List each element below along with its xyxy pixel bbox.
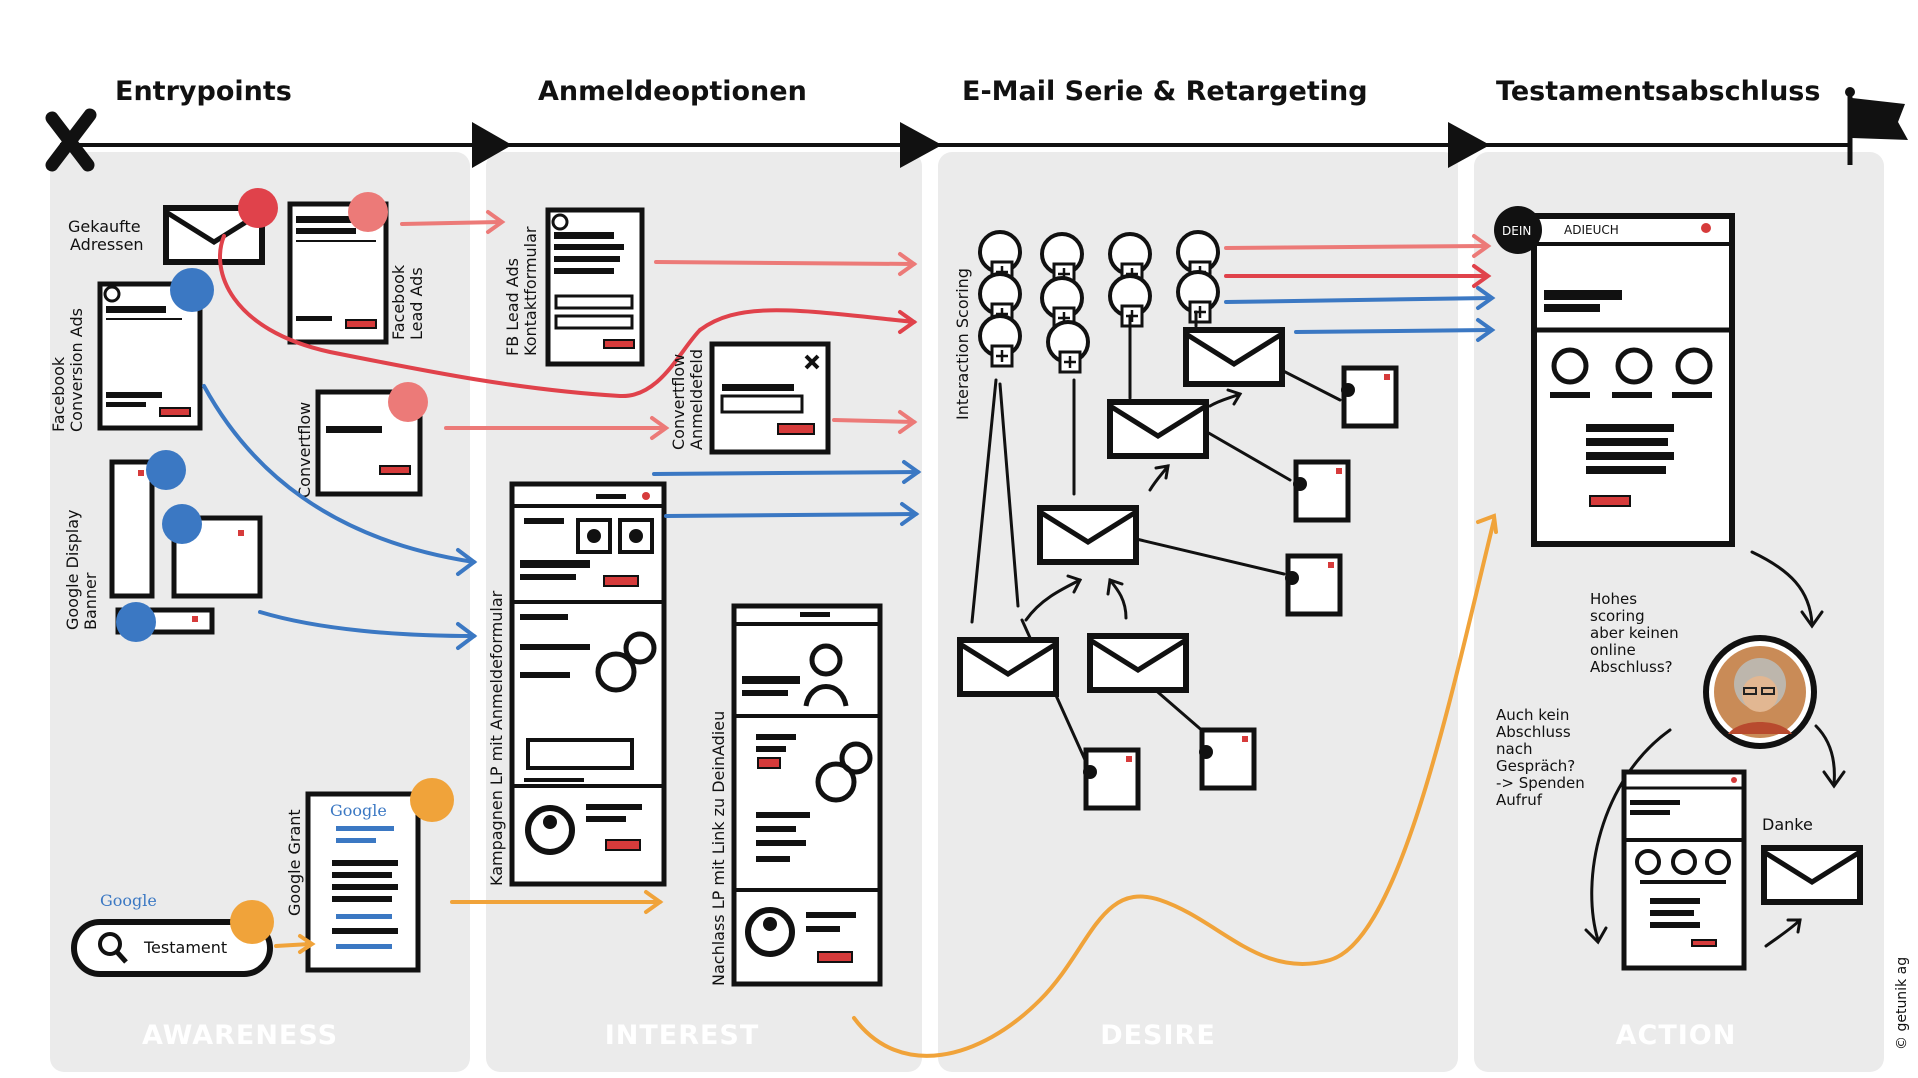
interest-kampagnen-lp: Kampagnen LP mit Anmeldeformular xyxy=(487,481,667,887)
interest-nachlass-lp: Nachlass LP mit Link zu DeinAdieu xyxy=(709,603,883,987)
interest-convertflow-field: Convertflow Anmeldefeld xyxy=(669,341,831,455)
note-hohes-scoring: Hohes scoring aber keinen online Abschlu… xyxy=(1590,590,1683,676)
label-nachlass-lp: Nachlass LP mit Link zu DeinAdieu xyxy=(709,711,728,986)
interest-fb-lead-form: FB Lead Ads Kontaktformular xyxy=(503,207,645,367)
search-icon xyxy=(98,932,128,964)
image-icon xyxy=(618,518,654,554)
dein-badge-text: DEIN xyxy=(1502,224,1531,238)
connectors-desire xyxy=(1224,234,1496,342)
note-kein-abschluss: Auch kein Abschluss nach Gespräch? -> Sp… xyxy=(1496,706,1590,809)
action-spenden-site xyxy=(1621,769,1747,971)
label-google-grant: Google Grant xyxy=(285,809,304,916)
label-fb-lead-kontaktformular: FB Lead Ads Kontaktformular xyxy=(503,226,540,356)
connectors-awareness xyxy=(202,210,702,954)
label-facebook-lead-ads: Facebook Lead Ads xyxy=(389,260,426,340)
landing-card xyxy=(1293,462,1348,520)
landing-card xyxy=(1199,730,1254,788)
start-cross-icon xyxy=(45,108,97,172)
label-convertflow: Convertflow xyxy=(295,402,314,498)
phase-title-anmeldeoptionen: Anmeldeoptionen xyxy=(538,76,807,107)
stage-label-awareness: AWARENESS xyxy=(142,1020,338,1051)
landing-card xyxy=(1285,556,1340,614)
marker-dot-orange xyxy=(230,900,274,944)
entry-convertflow: Convertflow xyxy=(295,382,428,498)
marker-dot-blue xyxy=(146,450,186,490)
label-kampagnen-lp: Kampagnen LP mit Anmeldeformular xyxy=(487,590,506,886)
entry-gekaufte-adressen: Gekaufte Adressen xyxy=(68,188,278,262)
group-icon xyxy=(815,741,873,803)
envelope-icon xyxy=(1186,330,1282,384)
landing-card xyxy=(1341,368,1396,426)
marker-dot-blue xyxy=(170,268,214,312)
finish-flag-icon xyxy=(1845,87,1908,165)
label-facebook-conversion-ads: Facebook Conversion Ads xyxy=(49,308,86,432)
marker-dot-orange xyxy=(410,778,454,822)
marker-dot-pink xyxy=(388,382,428,422)
avatar xyxy=(1703,635,1817,749)
envelope-icon xyxy=(1040,508,1136,562)
timeline xyxy=(45,87,1908,172)
close-icon xyxy=(804,354,820,370)
image-icon xyxy=(576,518,612,554)
action-arrows xyxy=(1584,550,1846,948)
svg-text:Hohes scoring aber: Hohes scoring aber keinen online Abschlu… xyxy=(1590,590,1683,676)
person-icon xyxy=(745,907,795,957)
stage-label-desire: DESIRE xyxy=(1100,1020,1216,1051)
marker-dot-blue xyxy=(162,504,202,544)
label-google-display-banner: Google Display Banner xyxy=(63,504,100,630)
google-logo: Google xyxy=(330,801,387,820)
envelope-icon xyxy=(1764,848,1860,902)
phase-title-email-serie: E-Mail Serie & Retargeting xyxy=(962,76,1368,107)
label-convertflow-anmeldefeld: Convertflow Anmeldefeld xyxy=(669,349,706,450)
brand-adieuch: ADIEUCH xyxy=(1564,223,1619,237)
entry-google-display-banner: Google Display Banner xyxy=(63,450,263,642)
label-interaction-scoring: Interaction Scoring xyxy=(953,268,972,420)
svg-text:Auch kein Abschluss: Auch kein Abschluss nach Gespräch? -> Sp… xyxy=(1496,706,1590,809)
entry-facebook-conversion-ads: Facebook Conversion Ads xyxy=(49,268,214,432)
dein-badge xyxy=(1494,206,1542,254)
label-adressen: Adressen xyxy=(70,235,144,254)
copyright: © getunik ag xyxy=(1894,957,1910,1050)
marker-dot-blue xyxy=(116,602,156,642)
timeline-arrow-icon xyxy=(1448,122,1490,168)
phase-title-testamentsabschluss: Testamentsabschluss xyxy=(1496,76,1820,107)
envelope-icon xyxy=(960,640,1056,694)
stage-label-action: ACTION xyxy=(1616,1020,1737,1051)
envelope-icon xyxy=(1110,402,1206,456)
person-icon xyxy=(803,643,849,707)
google-logo: Google xyxy=(100,891,157,910)
marker-dot-red xyxy=(238,188,278,228)
group-icon xyxy=(595,631,657,693)
marker-dot-pink xyxy=(348,192,388,232)
connectors-interest xyxy=(652,252,922,526)
action-danke: Danke xyxy=(1762,815,1860,902)
phase-title-entrypoints: Entrypoints xyxy=(115,76,292,107)
entry-google-search: Google Testament xyxy=(71,891,274,977)
person-icon xyxy=(1551,347,1589,385)
timeline-arrow-icon xyxy=(900,122,942,168)
stage-label-interest: INTEREST xyxy=(605,1020,760,1051)
connector-orange-long xyxy=(852,513,1498,1058)
landing-card xyxy=(1083,750,1138,808)
panel-desire xyxy=(938,152,1458,1072)
entry-google-grant: Google Google Grant xyxy=(285,778,454,973)
entry-facebook-lead-ads: Facebook Lead Ads xyxy=(287,192,426,345)
smile-icon xyxy=(1675,347,1713,385)
timeline-arrow-icon xyxy=(472,122,512,168)
heart-icon xyxy=(1615,347,1653,385)
envelope-icon xyxy=(1090,636,1186,690)
action-deinadieu-site: DEIN ADIEUCH xyxy=(1494,206,1735,547)
person-icon xyxy=(525,805,575,855)
label-danke: Danke xyxy=(1762,815,1813,834)
label-gekaufte: Gekaufte xyxy=(68,217,141,236)
search-query: Testament xyxy=(143,938,227,957)
